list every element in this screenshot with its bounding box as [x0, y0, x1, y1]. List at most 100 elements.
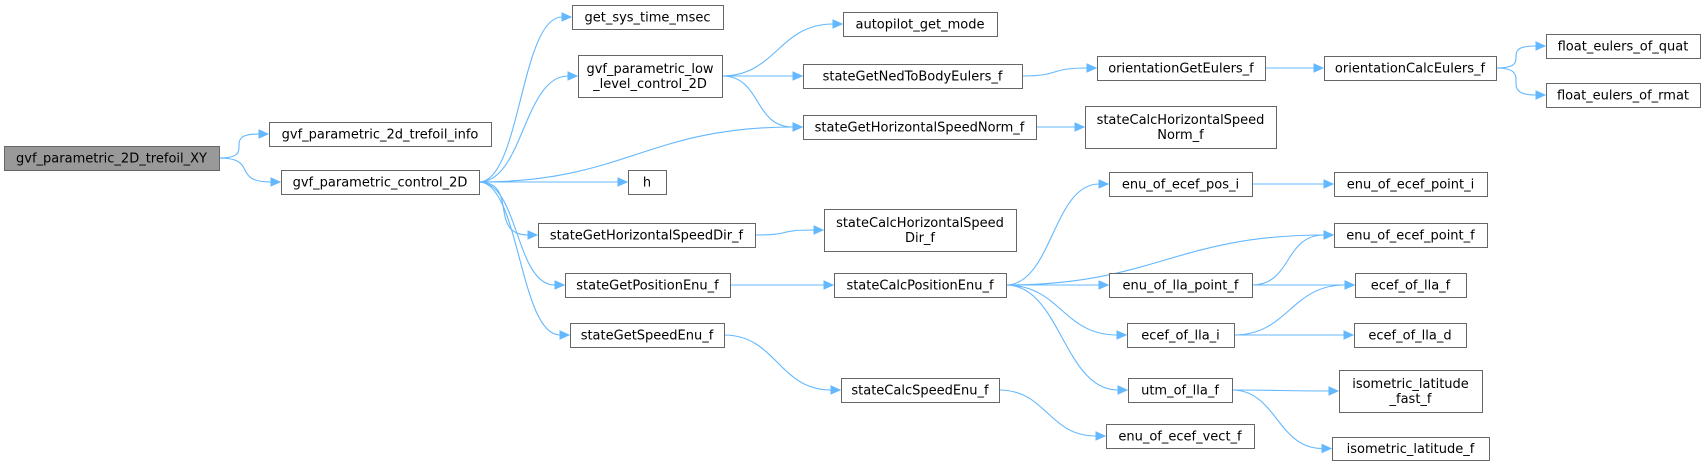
edge-control-2D-to-low-level [478, 71, 579, 183]
function-node-h[interactable]: h [628, 170, 667, 195]
function-node-control-2D[interactable]: gvf_parametric_control_2D [281, 170, 480, 195]
edge-arrowhead [832, 19, 844, 29]
edge-ecef-lla-i-to-ecef-lla-f [1233, 280, 1356, 336]
edge-hspeed-norm-to-calc-hspeed-norm [1036, 122, 1086, 132]
edge-line [1005, 284, 1119, 391]
edge-ecef-lla-i-to-ecef-lla-d [1234, 330, 1355, 340]
edge-line [1231, 389, 1330, 392]
node-label: gvf_parametric_2d_trefoil_info [282, 128, 479, 143]
function-node-calc-pos-enu[interactable]: stateCalcPositionEnu_f [834, 273, 1007, 298]
node-label: get_sys_time_msec [584, 11, 710, 26]
function-node-low-level[interactable]: gvf_parametric_low_level_control_2D [578, 55, 723, 98]
node-label: ecef_of_lla_d [1368, 329, 1451, 344]
edge-arrowhead [1095, 431, 1107, 441]
function-node-calc-speed-enu[interactable]: stateCalcSpeedEnu_f [841, 378, 1000, 403]
node-label: Norm_f [1157, 128, 1204, 143]
function-node-enu-ecef-vect-f[interactable]: enu_of_ecef_vect_f [1106, 424, 1255, 449]
edge-arrowhead [270, 177, 282, 187]
function-node-speed-enu[interactable]: stateGetSpeedEnu_f [570, 323, 725, 348]
edge-arrowhead [813, 225, 825, 235]
function-node-ecef-lla-d[interactable]: ecef_of_lla_d [1354, 323, 1467, 348]
edge-control-2D-to-pos-enu [478, 181, 566, 290]
node-box [1128, 378, 1233, 403]
function-node-ned-eulers[interactable]: stateGetNedToBodyEulers_f [803, 64, 1023, 89]
node-label: stateCalcHorizontalSpeed [836, 216, 1004, 231]
node-label: stateGetSpeedEnu_f [581, 329, 714, 344]
node-box [4, 146, 220, 171]
edge-line [1005, 234, 1325, 286]
node-box [565, 273, 731, 298]
node-label: stateGetPositionEnu_f [576, 279, 719, 294]
function-node-ecef-lla-i[interactable]: ecef_of_lla_i [1127, 323, 1235, 348]
node-label: stateCalcHorizontalSpeed [1097, 113, 1265, 128]
node-box [1106, 424, 1255, 449]
node-box [803, 64, 1023, 89]
edge-arrowhead [1535, 90, 1547, 100]
function-node-enu-lla-point-f[interactable]: enu_of_lla_point_f [1109, 273, 1253, 298]
edge-low-level-to-ap-mode [721, 19, 844, 77]
node-box [570, 323, 725, 348]
node-box [1355, 273, 1467, 298]
node-box [1127, 323, 1235, 348]
edge-low-level-to-ned-eulers [721, 71, 804, 81]
edge-line [478, 16, 563, 183]
node-label: orientationCalcEulers_f [1335, 62, 1486, 77]
function-node-enu-ecef-pos-i[interactable]: enu_of_ecef_pos_i [1109, 172, 1253, 197]
edge-calc-pos-enu-to-enu-ecef-pos-i [1005, 179, 1110, 286]
function-node-iso-lat-fast[interactable]: isometric_latitude_fast_f [1339, 370, 1483, 413]
edge-line [478, 75, 569, 183]
node-box [1109, 273, 1253, 298]
function-node-enu-ecef-point-i[interactable]: enu_of_ecef_point_i [1334, 172, 1488, 197]
edge-utm-lla-f-to-iso-lat-fast [1231, 386, 1340, 396]
edge-line [998, 389, 1097, 437]
edge-line [723, 334, 832, 391]
node-box [572, 5, 724, 30]
function-node-hspeed-norm[interactable]: stateGetHorizontalSpeedNorm_f [803, 115, 1037, 140]
function-node-get-sys-time[interactable]: get_sys_time_msec [572, 5, 724, 30]
node-label: enu_of_ecef_vect_f [1118, 430, 1242, 445]
edge-hspeed-dir-to-calc-hspeed-dir [754, 225, 825, 236]
edge-line [218, 133, 260, 159]
edge-arrowhead [1535, 41, 1547, 51]
edge-line [1005, 183, 1100, 286]
node-box [628, 170, 667, 195]
edge-control-2D-to-speed-enu [478, 181, 571, 340]
node-box [1109, 172, 1253, 197]
node-label: gvf_parametric_2D_trefoil_XY [16, 152, 207, 167]
edge-arrowhead [1323, 179, 1335, 189]
edge-line [1233, 284, 1346, 336]
edge-arrowhead [1323, 230, 1335, 240]
function-node-ap-mode[interactable]: autopilot_get_mode [843, 12, 998, 37]
function-node-utm-lla-f[interactable]: utm_of_lla_f [1128, 378, 1233, 403]
function-node-enu-ecef-point-f[interactable]: enu_of_ecef_point_f [1334, 223, 1488, 248]
function-node-eulers-quat[interactable]: float_eulers_of_quat [1546, 34, 1701, 59]
function-node-eulers-rmat[interactable]: float_eulers_of_rmat [1546, 83, 1701, 108]
node-label: autopilot_get_mode [856, 18, 985, 33]
edge-ned-eulers-to-orient-get [1021, 63, 1098, 77]
edge-arrowhead [567, 71, 579, 81]
edge-root-to-trefoil-info [218, 129, 270, 159]
edge-calc-pos-enu-to-utm-lla-f [1005, 284, 1129, 395]
node-box [1354, 323, 1467, 348]
node-label: enu_of_ecef_pos_i [1122, 178, 1239, 193]
edge-arrowhead [1313, 63, 1325, 73]
function-node-ecef-lla-f[interactable]: ecef_of_lla_f [1355, 273, 1467, 298]
node-label: isometric_latitude [1352, 377, 1469, 392]
edge-enu-ecef-pos-i-to-enu-ecef-point-i [1252, 179, 1335, 189]
edge-enu-lla-point-f-to-enu-ecef-point-f [1251, 230, 1335, 286]
function-node-orient-calc[interactable]: orientationCalcEulers_f [1324, 56, 1497, 81]
function-node-hspeed-dir[interactable]: stateGetHorizontalSpeedDir_f [538, 223, 756, 248]
function-node-pos-enu[interactable]: stateGetPositionEnu_f [565, 273, 731, 298]
node-box [803, 115, 1037, 140]
edge-line [1495, 45, 1537, 69]
function-node-trefoil-info[interactable]: gvf_parametric_2d_trefoil_info [269, 122, 492, 147]
function-node-iso-lat-f[interactable]: isometric_latitude_f [1332, 437, 1490, 461]
edge-arrowhead [1117, 385, 1129, 395]
edge-arrowhead [792, 122, 804, 132]
function-node-orient-get[interactable]: orientationGetEulers_f [1097, 56, 1266, 81]
node-label: Dir_f [905, 231, 935, 246]
edge-line [478, 181, 556, 286]
function-node-root[interactable]: gvf_parametric_2D_trefoil_XY [4, 146, 220, 171]
